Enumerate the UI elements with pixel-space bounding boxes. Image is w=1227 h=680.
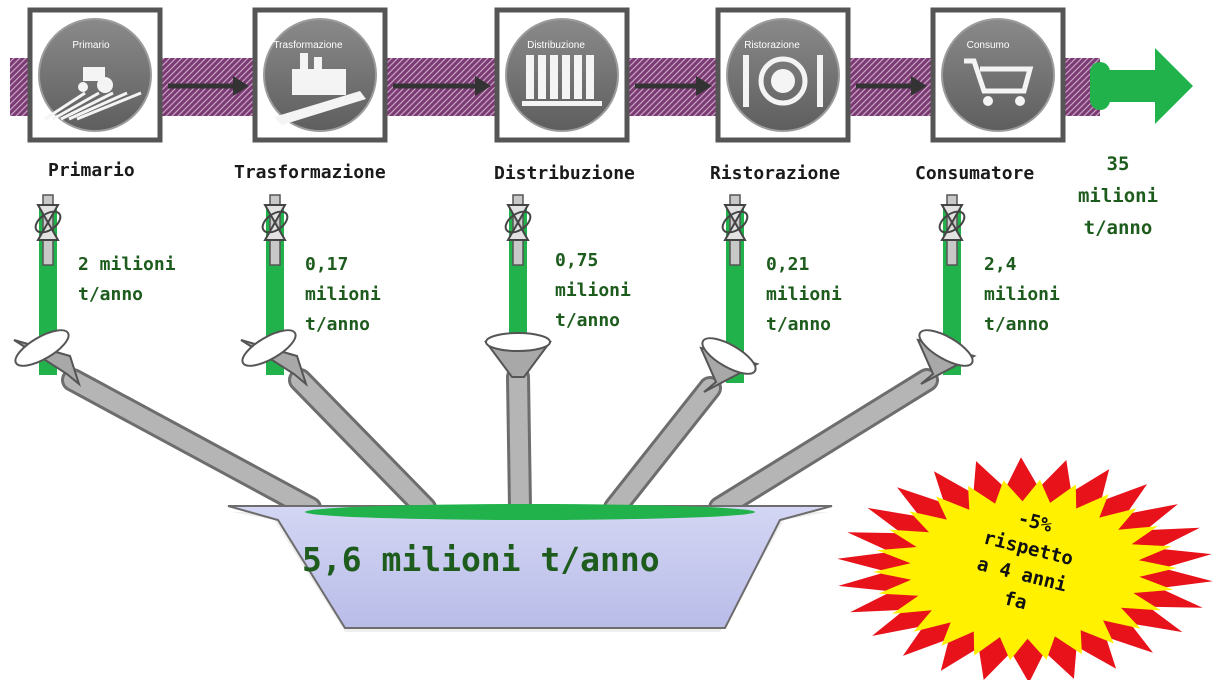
flow-trasformazione-line3: t/anno — [305, 314, 371, 335]
connector-arrowhead — [911, 76, 927, 96]
waste-funnel-3 — [484, 194, 552, 520]
valve-icon — [261, 194, 289, 266]
shelves-icon — [505, 18, 619, 132]
stage-label-distribuzione: Distribuzione — [494, 163, 635, 184]
waste-funnel-1 — [13, 194, 322, 520]
flow-ristorazione-line3: t/anno — [766, 314, 832, 335]
output-line1: 35 — [1106, 153, 1130, 175]
flow-trasformazione-line2: milioni — [305, 284, 381, 305]
output-amount: 35 milioni t/anno — [1058, 148, 1178, 244]
valve-icon — [938, 194, 966, 266]
flow-primario-line1: 2 milioni — [78, 254, 176, 275]
flow-ristorazione: 0,21 milioni t/anno — [766, 250, 842, 340]
shopping-cart-icon — [941, 18, 1055, 132]
valve-icon — [34, 194, 62, 266]
stage-label-ristorazione: Ristorazione — [710, 163, 841, 184]
connector-arrows — [168, 76, 927, 96]
flow-distribuzione-line1: 0,75 — [555, 250, 599, 271]
output-line3: t/anno — [1083, 217, 1153, 239]
stage-label-trasformazione: Trasformazione — [234, 162, 386, 183]
flow-primario: 2 milioni t/anno — [78, 250, 176, 310]
connector-arrowhead — [233, 76, 249, 96]
waste-basin — [227, 504, 833, 632]
total-waste: 5,6 milioni t/anno — [302, 540, 660, 579]
icon-label-primario: Primario — [72, 40, 110, 51]
flow-ristorazione-line2: milioni — [766, 284, 842, 305]
flow-consumatore-line2: milioni — [984, 284, 1060, 305]
output-arrow — [1090, 48, 1193, 124]
flow-distribuzione-line3: t/anno — [555, 310, 621, 331]
flow-distribuzione: 0,75 milioni t/anno — [555, 246, 631, 336]
connector-arrowhead — [475, 76, 491, 96]
plate-cutlery-icon — [726, 18, 840, 132]
flow-trasformazione-line1: 0,17 — [305, 254, 349, 275]
icon-label-distribuzione: Distribuzione — [527, 40, 585, 51]
stage-box-5 — [930, 7, 1066, 143]
flow-primario-line2: t/anno — [78, 284, 144, 305]
stage-box-2 — [252, 7, 388, 143]
icon-label-consumo: Consumo — [966, 40, 1010, 51]
reduction-burst — [837, 457, 1213, 680]
connector-arrowhead — [696, 76, 712, 96]
stage-box-1 — [27, 7, 163, 143]
flow-consumatore-line3: t/anno — [984, 314, 1050, 335]
flow-consumatore-line1: 2,4 — [984, 254, 1017, 275]
stage-box-3 — [494, 7, 630, 143]
stage-label-consumatore: Consumatore — [915, 163, 1035, 184]
factory-icon — [263, 18, 377, 132]
waste-funnel-4 — [603, 194, 760, 520]
waste-funnel-2 — [240, 194, 437, 520]
stage-box-4 — [715, 7, 851, 143]
output-line2: milioni — [1077, 185, 1159, 207]
valve-icon — [504, 194, 532, 266]
tractor-field-icon — [38, 18, 152, 132]
flow-ristorazione-line1: 0,21 — [766, 254, 810, 275]
flow-distribuzione-line2: milioni — [555, 280, 631, 301]
stage-label-primario: Primario — [48, 160, 135, 181]
icon-label-ristorazione: Ristorazione — [744, 40, 800, 51]
waste-funnel-5 — [708, 194, 977, 520]
icon-label-trasformazione: Trasformazione — [273, 40, 343, 51]
valve-icon — [721, 194, 749, 266]
flow-consumatore: 2,4 milioni t/anno — [984, 250, 1060, 340]
flow-trasformazione: 0,17 milioni t/anno — [305, 250, 381, 340]
